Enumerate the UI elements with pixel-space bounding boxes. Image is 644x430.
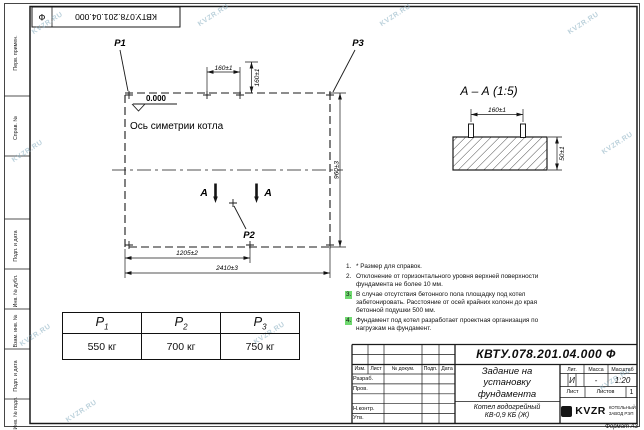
- note-2: 2. Отклонение от горизонтального уровня …: [345, 273, 558, 289]
- company-name-line2: ЗАВОД РЭП: [608, 411, 634, 416]
- load-header-p3: P3: [220, 312, 300, 334]
- point-label-p3: P3: [352, 38, 364, 49]
- plan-dimension-arrows: [125, 62, 342, 275]
- col-list: Лист: [370, 366, 382, 372]
- load-value-p2: 700 кг: [141, 333, 221, 360]
- section-title: А – А (1:5): [459, 84, 517, 98]
- load-header-p1: P1: [62, 312, 142, 334]
- note-3-text: В случае отсутствия бетонного пола площа…: [356, 290, 538, 314]
- format-label: Формат А3: [605, 423, 638, 430]
- section-cut-marks: А А: [199, 183, 272, 203]
- sheet-frame: [4, 3, 640, 427]
- elevation-value: 0.000: [146, 94, 167, 103]
- axis-label: Ось симетрии котла: [130, 121, 224, 132]
- title-block-designation: КВТУ.078.201.04.000 Ф: [476, 347, 616, 361]
- scale-label: Масштаб: [611, 366, 634, 373]
- company-name: КОТЕЛЬНЫЙ ЗАВОД РЭП: [609, 405, 636, 416]
- point-label-p2: P2: [243, 230, 255, 241]
- lit-mass-scale-headers: Лит. Масса Масштаб: [560, 366, 637, 374]
- level-symbol-icon: [131, 103, 177, 112]
- role-utv: Утв.: [353, 415, 364, 421]
- kvzr-logo-text: KVZR: [575, 405, 606, 417]
- dim-depth: 960±3: [334, 161, 341, 179]
- company-logo: KVZR КОТЕЛЬНЫЙ ЗАВОД РЭП: [560, 399, 637, 424]
- stamp-podp-data-1: Подп. и дата: [13, 230, 19, 261]
- note-1: 1. * Размер для справок.: [345, 263, 558, 271]
- load-value-p1: 550 кг: [62, 333, 142, 360]
- note-3: 3. В случае отсутствия бетонного пола пл…: [345, 290, 558, 315]
- scale-value: 1:20: [614, 375, 631, 385]
- section-letter-right: А: [263, 187, 272, 199]
- role-prov: Пров.: [353, 386, 368, 392]
- title-block-product: Котел водогрейный КВ-0,9 КБ (Ж): [473, 403, 541, 419]
- dim-bolt-horizontal: 160±1: [214, 65, 232, 72]
- anchor-bolt-marks: [125, 91, 334, 249]
- section-dimension-arrows: [471, 112, 559, 170]
- load-header-p2: P2: [141, 312, 221, 334]
- stamp-podp-data-2: Подп. и дата: [13, 360, 19, 391]
- title-block-doc-title: Задание на установку фундамента: [477, 366, 537, 400]
- load-table-values-row: 550 кг 700 кг 750 кг: [62, 333, 300, 360]
- title-block-header-columns: Изм. Лист № докум. Подп. Дата: [352, 365, 455, 374]
- note-3-number: 3.: [345, 290, 353, 299]
- dim-section-bolts: 160±1: [488, 107, 506, 114]
- anchor-bolts-section: [468, 123, 526, 138]
- stamp-perv-primen: Перв. примен.: [13, 35, 19, 70]
- margin-stamps: Перв. примен. Справ. № Подп. и дата Инв.…: [13, 35, 19, 429]
- mass-label: Масса: [588, 366, 604, 373]
- sheets-value: 1: [629, 388, 634, 396]
- dim-section-height: 50±1: [559, 146, 566, 161]
- concrete-pad: [452, 136, 548, 171]
- dim-half-width: 1205±2: [176, 250, 198, 257]
- note-4-number: 4.: [345, 316, 353, 325]
- role-razrab: Разраб.: [353, 376, 374, 382]
- load-value-p3: 750 кг: [220, 333, 300, 360]
- role-nkontr: Н.контр.: [353, 405, 375, 412]
- sheet-label: Лист: [566, 389, 579, 395]
- stamp-sprav-no: Справ. №: [13, 116, 19, 140]
- note-4-text: Фундамент под котел разработает проектна…: [356, 316, 539, 332]
- stamp-inv-podl: Инв. № подл.: [13, 397, 19, 430]
- elevation-mark: 0.000: [131, 94, 177, 112]
- load-table-header-row: P1 P2 P3: [62, 312, 300, 334]
- note-1-text: * Размер для справок.: [356, 263, 422, 270]
- kvzr-logo-icon: [561, 405, 573, 417]
- col-docnum: № докум.: [391, 366, 415, 372]
- note-2-text: Отклонение от горизонтального уровня вер…: [356, 272, 539, 288]
- lit-label: Лит.: [567, 366, 577, 373]
- company-name-line1: КОТЕЛЬНЫЙ: [608, 405, 636, 411]
- dim-width: 2410±3: [215, 265, 238, 272]
- section-letter-left: А: [199, 187, 208, 199]
- mass-value: -: [594, 375, 598, 385]
- sheets-label: Листов: [596, 389, 615, 395]
- note-2-number: 2.: [346, 272, 352, 280]
- role-empty: [353, 395, 383, 404]
- stamp-inv-dubl: Инв. № дубл.: [13, 275, 19, 308]
- col-izm: Изм.: [354, 366, 366, 372]
- note-4: 4. Фундамент под котел разработает проек…: [345, 316, 558, 333]
- lit-value: И: [569, 375, 575, 385]
- title-block-grid: [351, 343, 637, 424]
- notes-block: 1. * Размер для справок. 2. Отклонение о…: [345, 263, 558, 335]
- load-table: P1 P2 P3 550 кг 700 кг 750 кг: [62, 312, 300, 360]
- col-podp: Подп.: [423, 366, 438, 372]
- section-view: А – А (1:5) 160±1 50±1: [452, 84, 566, 171]
- note-1-number: 1.: [346, 263, 352, 270]
- point-label-p1: P1: [114, 38, 126, 49]
- dim-bolt-vertical: 160±1: [254, 68, 261, 86]
- doc-number-box: Ф КВТУ.078.201.04.000: [31, 6, 181, 28]
- point-leaders: [119, 49, 356, 230]
- doc-suffix-rotated: Ф: [38, 12, 45, 22]
- col-data: Дата: [441, 366, 453, 372]
- plan-view: P1 P3 P2 0.000 Ось симетрии котла: [112, 38, 365, 278]
- stamp-vzam-inv: Взам. инв. №: [13, 314, 19, 347]
- doc-number-rotated: КВТУ.078.201.04.000: [75, 12, 157, 22]
